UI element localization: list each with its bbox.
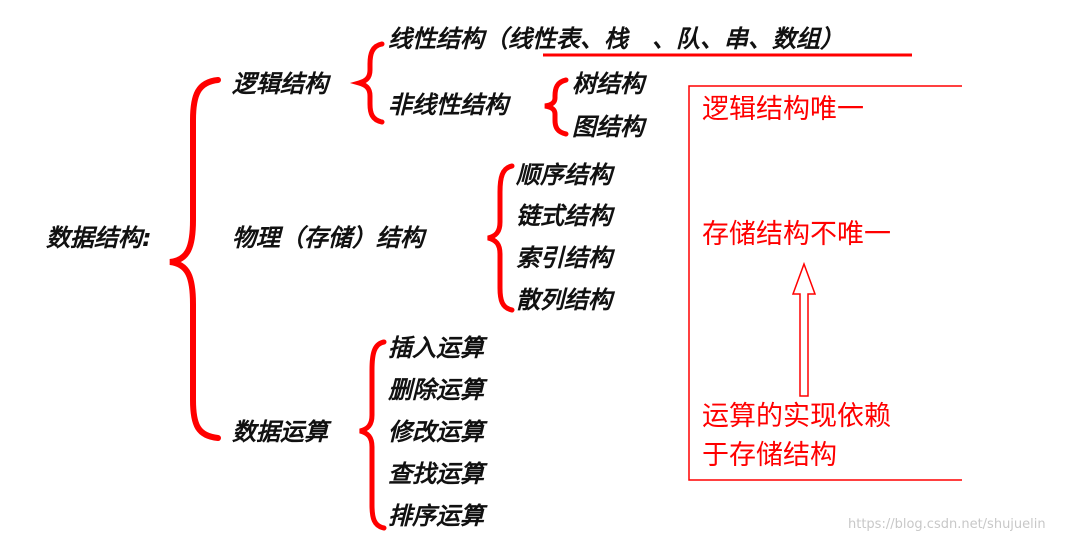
insert-operation-label: 插入运算 — [388, 334, 484, 362]
graph-structure-label: 图结构 — [572, 113, 644, 141]
sequential-structure-label: 顺序结构 — [516, 161, 612, 189]
note-operation-depends-line1: 运算的实现依赖 — [702, 401, 891, 432]
note-operation-depends-line2: 于存储结构 — [702, 440, 837, 471]
tree-structure-label: 树结构 — [572, 70, 644, 98]
nonlinear-structure-label: 非线性结构 — [388, 91, 508, 119]
note-box — [688, 85, 962, 481]
logical-structure-label: 逻辑结构 — [232, 70, 328, 98]
linear-structure-examples: 线性表、栈 、队、串、数组） — [508, 25, 844, 53]
logical-brace — [349, 41, 385, 125]
sort-operation-label: 排序运算 — [388, 502, 484, 530]
physical-brace — [487, 163, 515, 313]
nonlinear-brace — [544, 77, 569, 137]
root-brace — [169, 77, 221, 441]
root-label: 数据结构: — [46, 224, 152, 252]
operations-label: 数据运算 — [232, 418, 328, 446]
linked-structure-label: 链式结构 — [516, 202, 612, 230]
physical-structure-label: 物理（存储）结构 — [232, 224, 424, 252]
linear-structure-label: 线性结构（ — [388, 25, 508, 53]
operations-brace — [359, 339, 387, 531]
linear-structure-row: 线性结构（线性表、栈 、队、串、数组） — [388, 25, 844, 53]
note-storage-not-unique: 存储结构不唯一 — [702, 219, 891, 250]
watermark: https://blog.csdn.net/shujuelin — [848, 517, 1046, 532]
hashed-structure-label: 散列结构 — [516, 286, 612, 314]
note-logical-unique: 逻辑结构唯一 — [702, 94, 864, 125]
up-arrow-icon — [791, 261, 817, 397]
modify-operation-label: 修改运算 — [388, 418, 484, 446]
delete-operation-label: 删除运算 — [388, 376, 484, 404]
indexed-structure-label: 索引结构 — [516, 244, 612, 272]
search-operation-label: 查找运算 — [388, 460, 484, 488]
